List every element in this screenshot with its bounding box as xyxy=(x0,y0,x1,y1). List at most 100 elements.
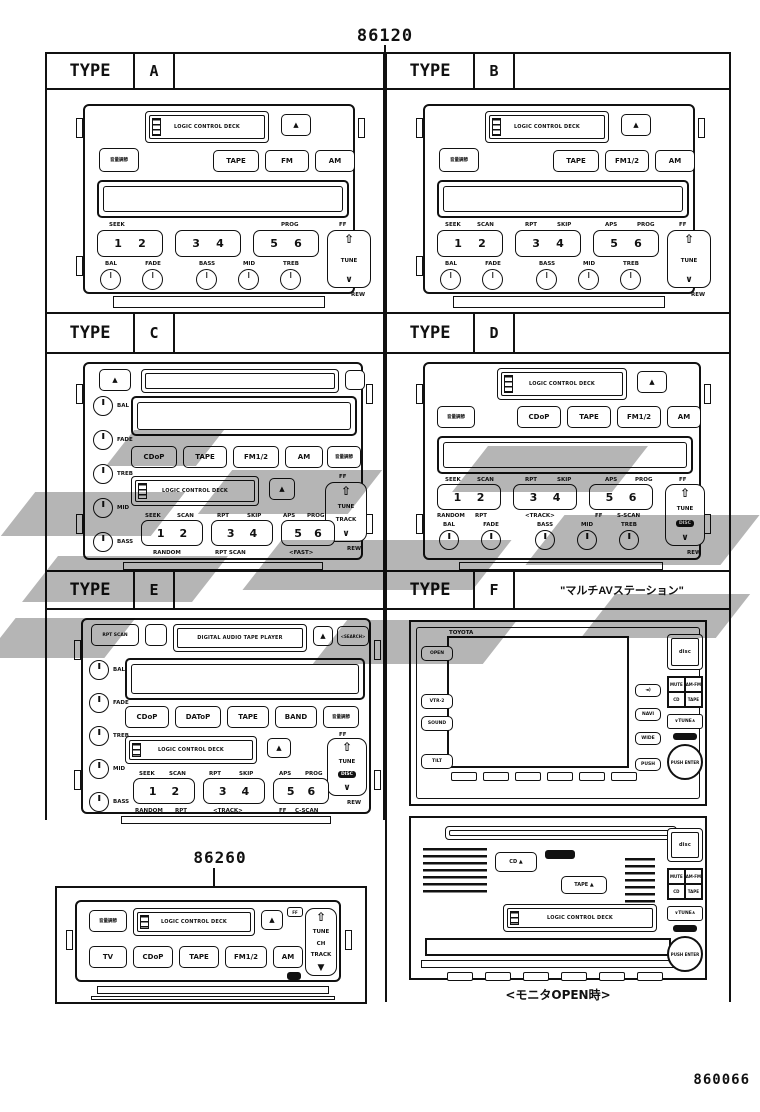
bal-knob xyxy=(439,530,459,550)
prog-label: PROG xyxy=(305,771,323,777)
cassette-slot: LOGIC CONTROL DECK xyxy=(145,111,269,143)
ff-label: FF xyxy=(679,222,687,228)
power-volume-button: 音量調節 xyxy=(89,910,127,932)
eject-button: ▲ xyxy=(637,371,667,393)
power-volume-button: 音量調節 xyxy=(323,706,359,728)
table-right-column: TYPE B LOGIC CONTROL DECK ▲ 音量調節 TAPE FM… xyxy=(385,52,731,1004)
mount-tab xyxy=(416,384,423,404)
preset-2: 2 xyxy=(476,490,485,504)
preset-3: 3 xyxy=(218,784,227,798)
soft-key xyxy=(611,772,637,781)
down-arrow-icon: ∨ xyxy=(343,783,351,793)
rpt-scan-label: RPT SCAN xyxy=(215,550,246,556)
seek-label: SEEK xyxy=(109,222,125,228)
header-type-f: TYPE F "マルチAVステーション" xyxy=(387,570,729,610)
preset-4: 4 xyxy=(216,237,224,250)
mid-label: MID xyxy=(113,766,126,772)
preset-6: 6 xyxy=(314,526,322,540)
fade-knob xyxy=(93,430,113,450)
fm12-button: FM1/2 xyxy=(617,406,661,428)
ff-chip: FF xyxy=(287,907,303,917)
preset-2: 2 xyxy=(179,526,188,540)
bal-label: BAL xyxy=(445,261,457,267)
doc-number: 860066 xyxy=(693,1072,750,1088)
bal-knob xyxy=(89,660,109,680)
box-86260: 音量調節 LOGIC CONTROL DECK ▲ FF ⇧ TUNE CH T… xyxy=(55,886,367,1004)
type-label: TYPE xyxy=(69,580,111,600)
cassette-slot-label: LOGIC CONTROL DECK xyxy=(489,115,605,139)
type-c-note xyxy=(175,314,383,352)
preset-3: 3 xyxy=(226,526,235,540)
eject-button: ▲ xyxy=(261,910,283,930)
preset-3: 3 xyxy=(529,490,538,504)
type-letter-b: B xyxy=(489,62,499,80)
foot xyxy=(485,972,511,981)
foot xyxy=(447,972,473,981)
cassette-slot-label: LOGIC CONTROL DECK xyxy=(135,480,255,502)
cd-button: CD xyxy=(668,884,685,899)
preset-1: 1 xyxy=(114,237,122,250)
seek-label: SEEK xyxy=(445,477,461,483)
mount-tab xyxy=(76,514,83,534)
preset-5: 5 xyxy=(286,784,295,798)
fade-label: FADE xyxy=(485,261,501,267)
skip-label: SKIP xyxy=(557,222,572,228)
mount-tab xyxy=(76,384,83,404)
tape-button: TAPE xyxy=(567,406,611,428)
random-label: RANDOM xyxy=(153,550,181,556)
tape-button: TAPE xyxy=(179,946,219,968)
rpt-label: RPT xyxy=(217,513,230,519)
tune-rocker: ∨TUNE∧ xyxy=(667,906,703,921)
navi-button: NAVI xyxy=(635,708,661,721)
push-button: PUSH xyxy=(635,758,661,771)
cassette-slot: LOGIC CONTROL DECK xyxy=(485,111,609,143)
rpt-label: RPT xyxy=(525,222,538,228)
fade-label: FADE xyxy=(483,522,499,528)
eject-button: ▲ xyxy=(621,114,651,136)
treb-label: TREB xyxy=(283,261,299,267)
bass-knob xyxy=(93,532,113,552)
up-arrow-icon: ⇧ xyxy=(679,486,691,500)
preset-5: 5 xyxy=(610,237,618,250)
power-volume-button: 音量調節 xyxy=(439,148,479,172)
fm12-button: FM1/2 xyxy=(225,946,267,968)
down-arrow-icon: ▼ xyxy=(317,963,325,973)
soft-key xyxy=(515,772,541,781)
bal-knob xyxy=(440,269,461,290)
treb-label: TREB xyxy=(113,733,129,739)
dat-slot-label: DIGITAL AUDIO TAPE PLAYER xyxy=(177,628,303,648)
bal-label: BAL xyxy=(117,403,129,409)
tune-label: TUNE xyxy=(337,504,355,510)
chassis-tray-edge xyxy=(91,996,335,1000)
scan-label: SCAN xyxy=(477,222,494,228)
tape-button: TAPE xyxy=(227,706,269,728)
tune-label: TUNE xyxy=(340,257,358,264)
mount-tab xyxy=(374,770,381,790)
chassis-tray xyxy=(459,562,663,570)
treb-knob xyxy=(619,530,639,550)
preset-5: 5 xyxy=(605,490,614,504)
preset-2: 2 xyxy=(478,237,486,250)
mount-tab xyxy=(74,640,81,660)
mount-tab xyxy=(698,118,705,138)
type-letter-d: D xyxy=(489,324,499,342)
bass-knob xyxy=(536,269,557,290)
disc-slot: disc xyxy=(667,828,703,862)
search-button: <SEARCH> xyxy=(337,626,369,646)
mid-knob xyxy=(238,269,259,290)
mount-tab xyxy=(345,930,352,950)
cd-button: CDoP xyxy=(125,706,169,728)
mount-tab xyxy=(704,384,711,404)
source-button-grid: MUTE AM·FM CD TAPE xyxy=(667,868,703,900)
preset-4: 4 xyxy=(241,784,250,798)
down-arrow-icon: ∨ xyxy=(342,529,350,539)
bal-label: BAL xyxy=(113,667,125,673)
seek-label: SEEK xyxy=(145,513,161,519)
